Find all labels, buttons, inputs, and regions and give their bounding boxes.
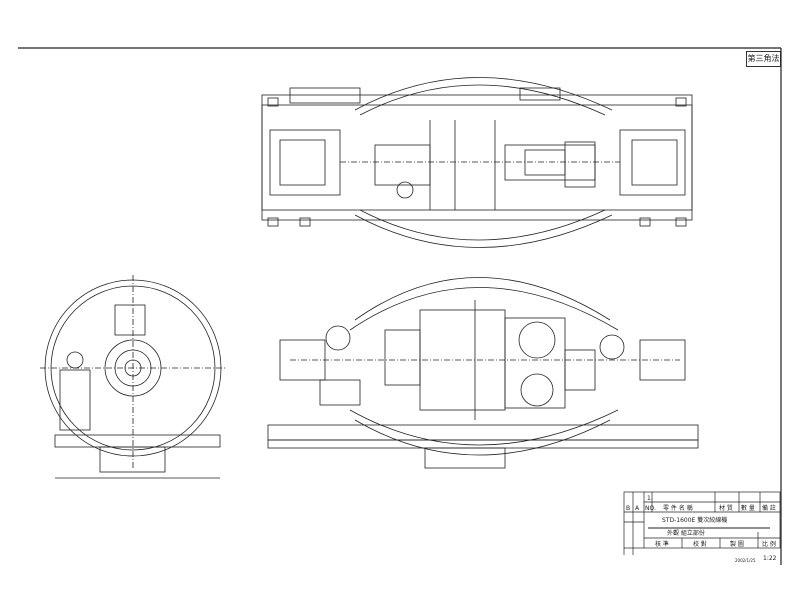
- quantity-label: 數 量: [741, 504, 755, 512]
- scale-value: 1:22: [763, 555, 777, 562]
- top-view: [261, 77, 693, 248]
- no-label: NO.: [645, 505, 656, 512]
- drawn-label: 製 圖: [730, 540, 744, 548]
- front-view: [267, 277, 699, 469]
- side-view: [40, 275, 225, 479]
- title-block: [623, 491, 781, 555]
- machine-title: STD-1600E 雙次絞線機: [662, 516, 727, 524]
- date-value: 2002/1/25: [735, 558, 756, 563]
- drawing-subtitle: 外觀 組立部份: [667, 529, 705, 537]
- revision-a: A: [635, 505, 640, 512]
- remarks-label: 備 註: [762, 504, 776, 512]
- material-label: 材 質: [719, 504, 733, 512]
- checked-label: 校 對: [693, 540, 707, 548]
- approved-label: 核 準: [655, 540, 669, 548]
- item-number: 1.: [647, 495, 653, 502]
- revision-b: B: [626, 505, 630, 512]
- scale-label: 比 例: [762, 540, 776, 548]
- part-name-label: 零 件 名 稱: [663, 504, 693, 512]
